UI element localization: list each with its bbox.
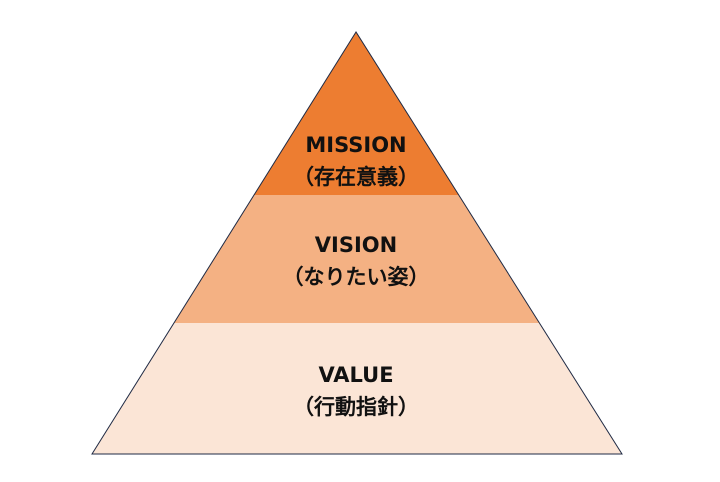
vision-title: VISION — [315, 233, 397, 257]
vision-band — [92, 195, 622, 323]
value-subtitle: （行動指針） — [293, 395, 419, 419]
mission-title: MISSION — [305, 133, 406, 157]
value-title: VALUE — [318, 363, 393, 387]
value-band — [92, 323, 622, 454]
pyramid-outline — [91, 31, 623, 455]
mission-subtitle: （存在意義） — [293, 165, 419, 189]
vision-subtitle: （なりたい姿） — [283, 265, 430, 289]
